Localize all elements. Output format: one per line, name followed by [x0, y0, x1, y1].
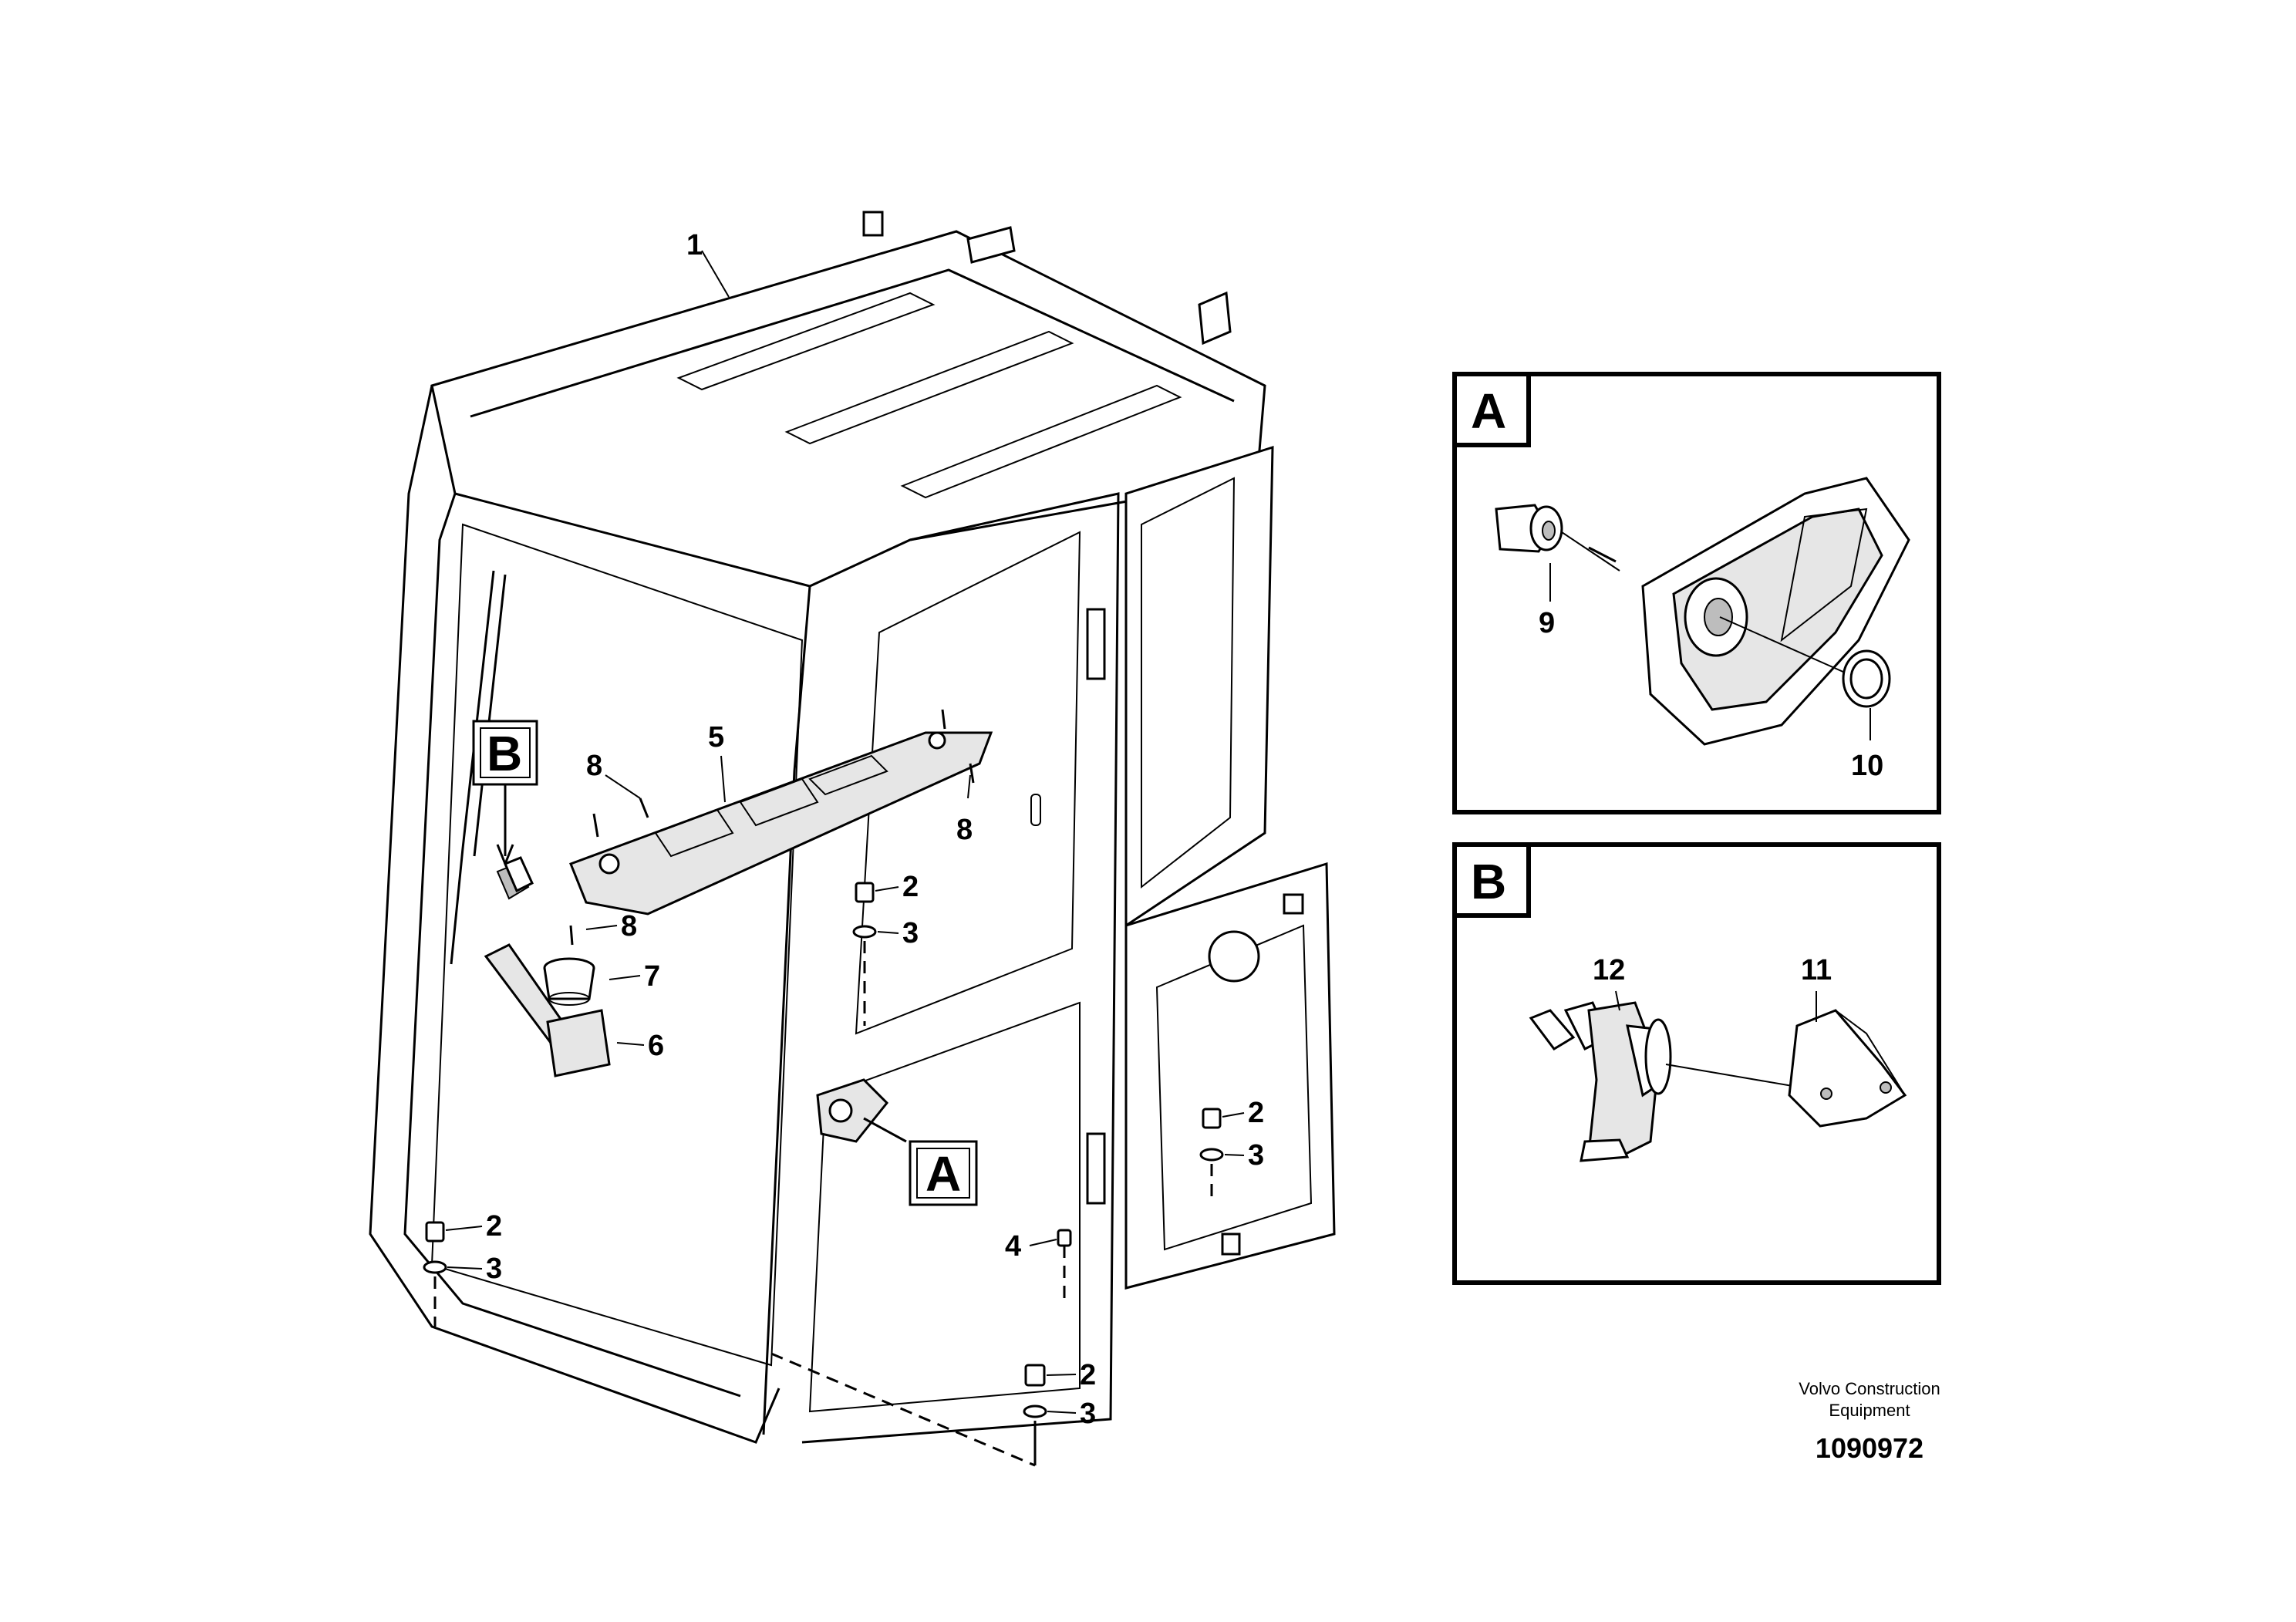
- callout-6: 6: [648, 1030, 664, 1062]
- callout-2-door: 2: [902, 871, 919, 903]
- panel-b-label: B: [1471, 854, 1506, 909]
- callout-9: 9: [1539, 607, 1555, 639]
- callout-7: 7: [644, 960, 660, 993]
- cup-holder: [543, 957, 595, 1006]
- detail-tag-b: B: [472, 720, 538, 786]
- callout-8-right: 8: [956, 814, 973, 846]
- callout-12: 12: [1593, 954, 1625, 986]
- callout-2-bottom: 2: [1080, 1359, 1096, 1391]
- callout-5: 5: [708, 721, 724, 754]
- detail-panel-b: B 12 11: [1452, 842, 1941, 1285]
- detail-tag-a: A: [909, 1140, 978, 1206]
- callout-8-cup: 8: [621, 910, 637, 943]
- footer-credit: Volvo Construction Equipment 1090972: [1799, 1379, 1940, 1464]
- callout-3-cabinet: 3: [1248, 1139, 1264, 1172]
- callout-10: 10: [1851, 750, 1883, 782]
- overhead-console-tray: [569, 731, 993, 916]
- fasteners: [423, 709, 1224, 1467]
- callout-2-left: 2: [486, 1210, 502, 1243]
- main-view-callouts: 1 5 8 8 8 7 6 2 3 2 3 2 3 4 2 3: [486, 229, 1264, 1430]
- leader-lines: [445, 250, 1245, 1414]
- reference-number: 1090972: [1816, 1432, 1923, 1464]
- cab-assembly: [369, 211, 1336, 1444]
- door-handle-main-view: [816, 1078, 889, 1143]
- callout-11: 11: [1801, 954, 1832, 986]
- door-handle-detail: [1641, 477, 1910, 746]
- part-11-bracket: [1788, 991, 1907, 1128]
- callout-3-left: 3: [486, 1253, 502, 1285]
- hook-main-view: [496, 856, 534, 900]
- callout-8-left: 8: [586, 750, 602, 782]
- svg-text:B: B: [487, 726, 522, 781]
- detail-panel-a: A 9 10: [1452, 372, 1941, 814]
- company-line-2: Equipment: [1829, 1401, 1910, 1420]
- coat-holder: [484, 943, 611, 1077]
- callout-3-bottom: 3: [1080, 1398, 1096, 1430]
- svg-text:A: A: [925, 1146, 961, 1202]
- part-10-ring: [1842, 649, 1891, 708]
- callout-1: 1: [686, 229, 703, 261]
- callout-4: 4: [1005, 1230, 1021, 1263]
- company-line-1: Volvo Construction: [1799, 1379, 1940, 1398]
- callout-3-door: 3: [902, 917, 919, 949]
- part-9-bulb: [1495, 504, 1620, 572]
- panel-a-label: A: [1471, 383, 1506, 439]
- callout-2-cabinet: 2: [1248, 1097, 1264, 1129]
